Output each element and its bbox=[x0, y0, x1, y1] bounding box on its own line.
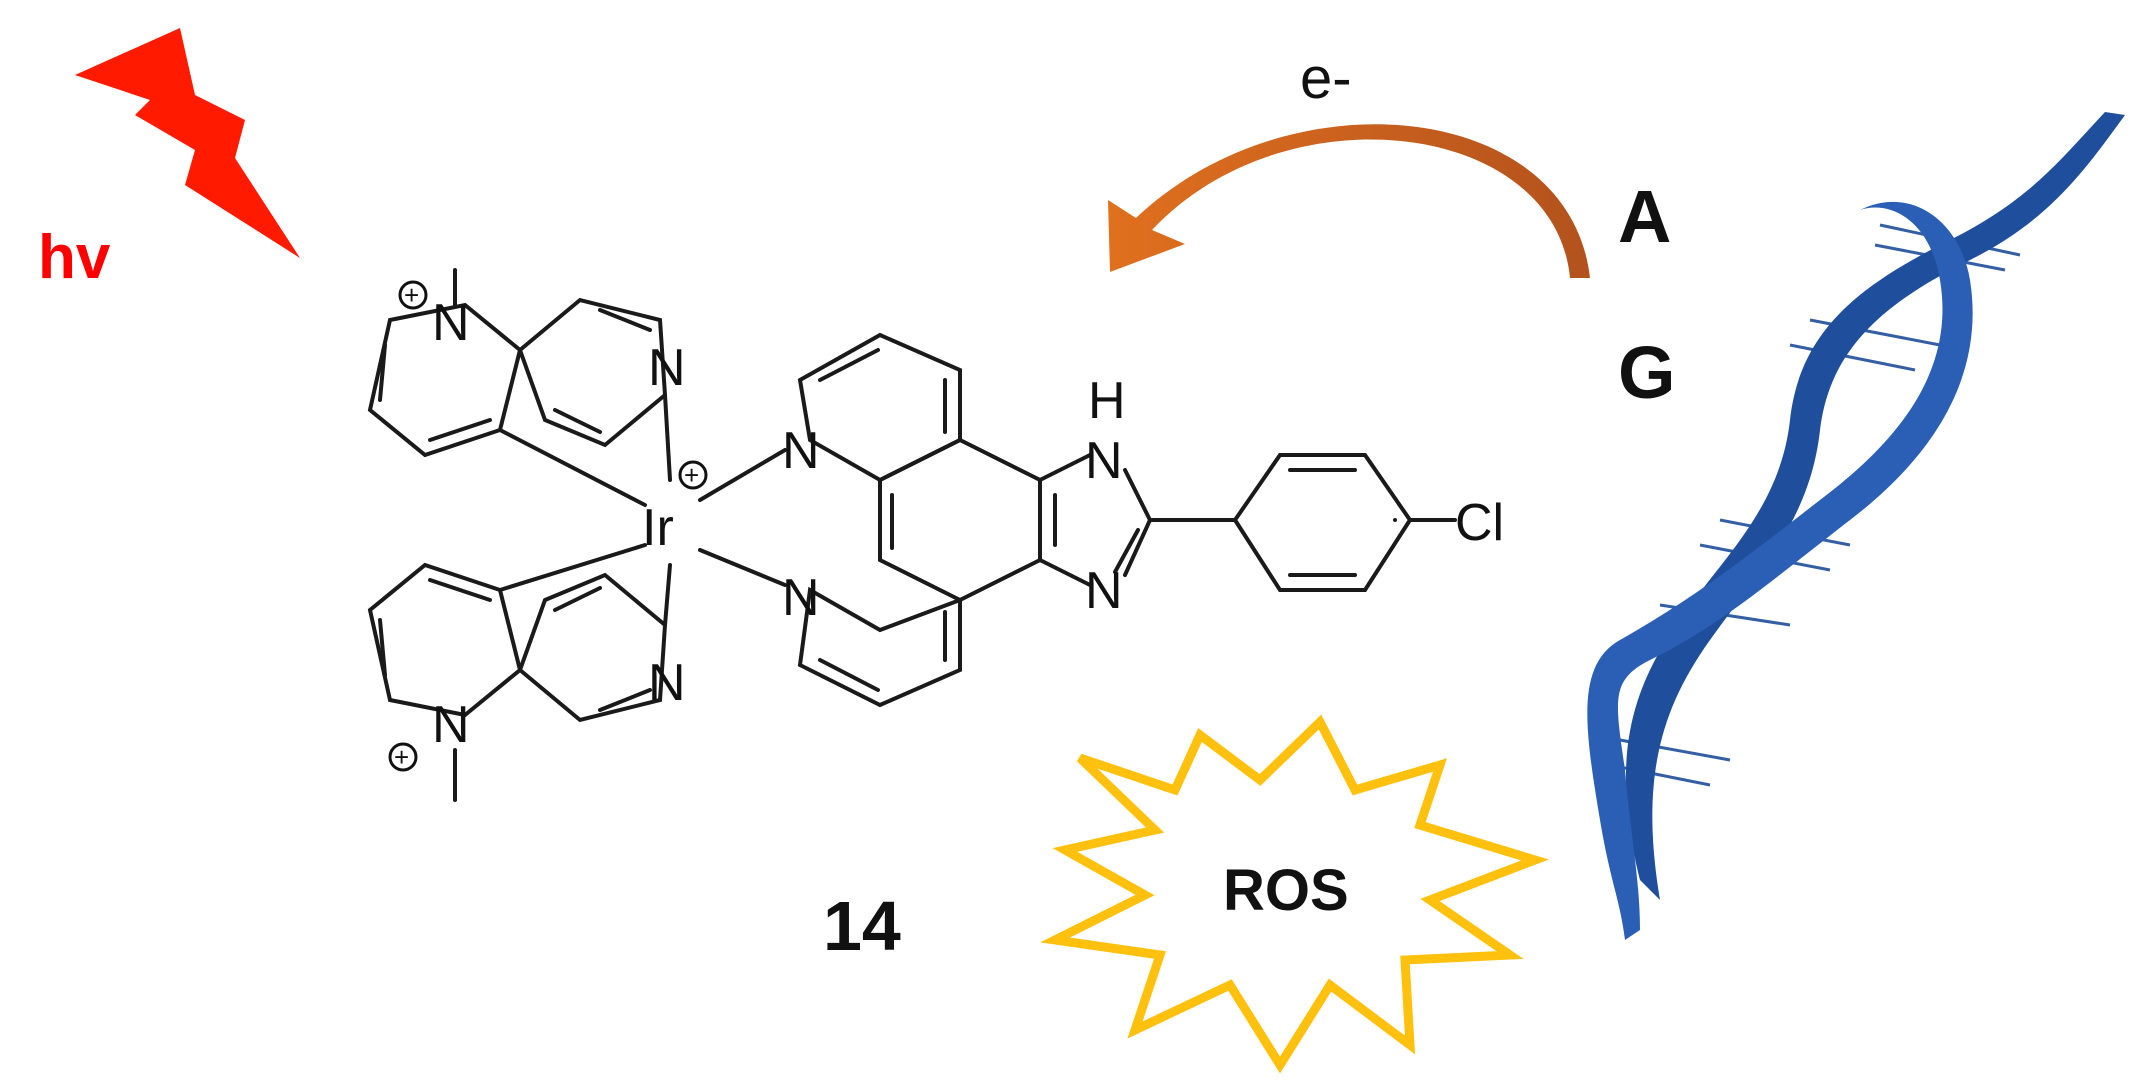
positive-charge-icon: + bbox=[388, 742, 418, 772]
atom-n-5: N bbox=[648, 654, 686, 712]
base-a-label: A bbox=[1618, 175, 1671, 258]
charges: + + + bbox=[388, 280, 708, 772]
positive-charge-icon: + bbox=[398, 280, 428, 310]
atom-ir: Ir bbox=[642, 499, 674, 557]
atom-n-8: N bbox=[1085, 562, 1123, 620]
atom-labels: N N N N N N N N H Ir Cl bbox=[432, 294, 1504, 754]
lightning-bolt-icon bbox=[75, 28, 300, 258]
atom-n-3: N bbox=[782, 422, 820, 480]
hv-label: hv bbox=[38, 223, 111, 292]
ros-burst: ROS bbox=[1040, 714, 1549, 1074]
base-g-label: G bbox=[1618, 331, 1676, 414]
atom-h: H bbox=[1088, 372, 1126, 430]
atom-n-4: N bbox=[782, 569, 820, 627]
svg-text:+: + bbox=[684, 460, 699, 490]
svg-text:+: + bbox=[394, 742, 409, 772]
curved-arrow-icon bbox=[1108, 124, 1590, 278]
atom-n-7: N bbox=[1085, 432, 1123, 490]
positive-charge-icon: + bbox=[678, 460, 708, 490]
atom-n-6: N bbox=[432, 696, 470, 754]
iridium-complex-structure bbox=[367, 268, 1457, 802]
atom-n-1: N bbox=[432, 294, 470, 352]
starburst-icon bbox=[1040, 714, 1549, 1074]
ros-label: ROS bbox=[1223, 858, 1349, 923]
atom-cl: Cl bbox=[1455, 494, 1504, 552]
dna-helix-icon bbox=[1587, 112, 2125, 940]
compound-number: 14 bbox=[823, 887, 901, 965]
light-source: hv bbox=[38, 28, 300, 292]
electron-label: e- bbox=[1300, 46, 1352, 111]
atom-n-2: N bbox=[648, 339, 686, 397]
svg-text:+: + bbox=[404, 280, 419, 310]
electron-transfer: e- bbox=[1108, 46, 1590, 278]
